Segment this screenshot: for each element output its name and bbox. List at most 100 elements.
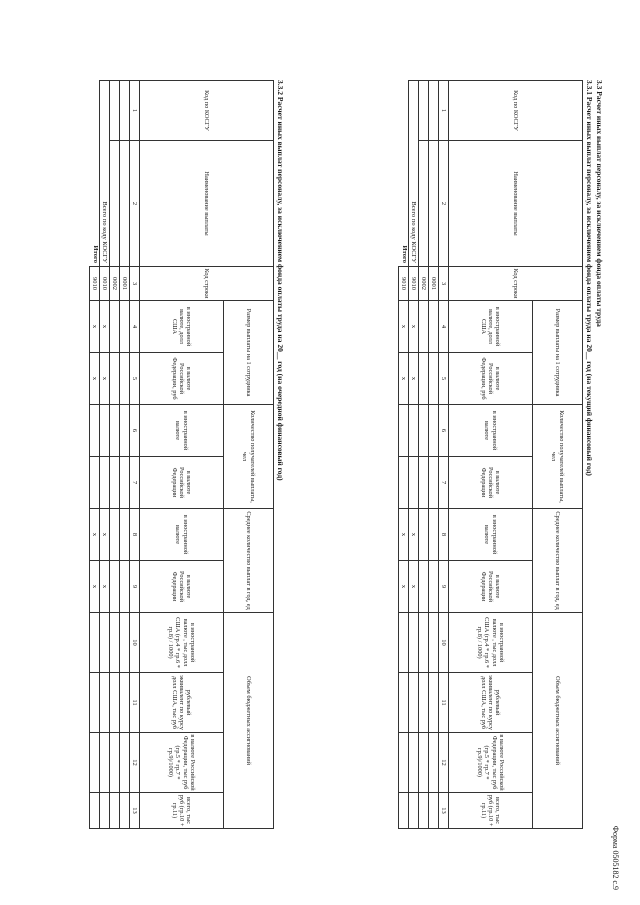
value-cell <box>428 612 439 673</box>
table-2-title: 3.3.2 Расчет иных выплат персоналу, за и… <box>276 80 285 481</box>
header-recipients-rub: в валюте Российской Федерации <box>448 456 533 509</box>
value-cell <box>428 404 439 457</box>
value-cell <box>119 560 130 613</box>
total-kosgu-code: 0010 <box>99 266 110 301</box>
column-number: 7 <box>129 456 140 509</box>
header-row-code: Код строки <box>448 266 583 301</box>
header-avg-count-rub: в валюте Российской Федерации <box>448 560 533 613</box>
header-volume-foreign: в иностранной валюте , тыс долл США (гр.… <box>448 612 533 673</box>
value-cell <box>398 612 409 673</box>
x-mark: x <box>398 352 409 405</box>
table-1-title: 3.3.1 Расчет иных выплат персоналу, за и… <box>585 80 594 476</box>
value-cell <box>119 352 130 405</box>
value-cell <box>89 732 100 793</box>
value-cell <box>418 560 429 613</box>
value-cell <box>119 792 130 829</box>
table-row: 0002 <box>109 80 120 829</box>
total-code: 9010 <box>398 266 409 301</box>
x-mark: x <box>99 508 110 561</box>
value-cell <box>109 352 120 405</box>
value-cell <box>109 456 120 509</box>
column-number: 11 <box>438 672 449 733</box>
value-cell <box>109 792 120 829</box>
value-cell <box>418 352 429 405</box>
column-number: 6 <box>129 404 140 457</box>
column-number: 3 <box>438 266 449 301</box>
kosgu-cell <box>119 80 130 141</box>
value-cell <box>398 732 409 793</box>
value-cell <box>109 612 120 673</box>
x-mark: x <box>99 560 110 613</box>
header-payment-size-foreign: в иностранной валюте, долл США <box>139 300 224 353</box>
header-recipients-rub: в валюте Российской Федерации <box>139 456 224 509</box>
value-cell <box>418 732 429 793</box>
value-cell <box>398 672 409 733</box>
value-cell <box>109 560 120 613</box>
name-cell <box>418 140 429 267</box>
header-volume-total: всего, тыс руб (гр.10 + гр.11) <box>139 792 224 829</box>
column-number: 4 <box>129 300 140 353</box>
header-payment-size: Размер выплаты на 1 сотрудника <box>532 300 583 405</box>
header-volume-rub-equiv: рублевый эквивалент по курсу долл США, т… <box>139 672 224 733</box>
name-cell <box>109 140 120 267</box>
x-mark: x <box>89 300 100 353</box>
header-recipients-foreign: в иностранной валюте <box>448 404 533 457</box>
total-spacer: Итого <box>90 81 100 267</box>
header-volume-rub-equiv: рублевый эквивалент по курсу долл США, т… <box>448 672 533 733</box>
kosgu-cell <box>428 80 439 141</box>
value-cell <box>428 732 439 793</box>
x-mark: x <box>99 352 110 405</box>
header-volume: Объем бюджетных ассигнований <box>532 612 583 829</box>
x-mark: x <box>408 560 419 613</box>
value-cell <box>109 404 120 457</box>
x-mark: x <box>398 300 409 353</box>
value-cell <box>408 732 419 793</box>
value-cell <box>428 560 439 613</box>
row-code-cell: 0001 <box>119 266 130 301</box>
value-cell <box>418 792 429 829</box>
header-avg-count: Среднее количество выплат в год, ед <box>532 508 583 613</box>
x-mark: x <box>99 300 110 353</box>
value-cell <box>89 672 100 733</box>
column-number: 1 <box>438 80 449 141</box>
column-number: 3 <box>129 266 140 301</box>
value-cell <box>109 300 120 353</box>
total-kosgu-label: Всего по коду КОСГУ <box>99 80 110 267</box>
value-cell <box>418 508 429 561</box>
row-code-cell: 0002 <box>109 266 120 301</box>
header-payment-size-rub: в валюте Российской Федерации, руб <box>139 352 224 405</box>
value-cell <box>398 456 409 509</box>
value-cell <box>428 792 439 829</box>
value-cell <box>99 612 110 673</box>
column-number: 9 <box>129 560 140 613</box>
total-label: Итого <box>91 245 99 263</box>
value-cell <box>99 672 110 733</box>
header-row-code: Код строки <box>139 266 274 301</box>
name-cell <box>119 140 130 267</box>
table-row: 0001 <box>428 80 439 829</box>
value-cell <box>109 732 120 793</box>
value-cell <box>428 456 439 509</box>
value-cell <box>418 612 429 673</box>
value-cell <box>418 300 429 353</box>
column-number: 8 <box>438 508 449 561</box>
kosgu-cell <box>109 80 120 141</box>
value-cell <box>428 352 439 405</box>
row-code-cell: 0001 <box>428 266 439 301</box>
value-cell <box>428 672 439 733</box>
column-number: 8 <box>129 508 140 561</box>
header-volume: Объем бюджетных ассигнований <box>223 612 274 829</box>
value-cell <box>99 456 110 509</box>
x-mark: x <box>89 508 100 561</box>
x-mark: x <box>408 300 419 353</box>
header-kosgu: Код по КОСГУ <box>448 80 583 141</box>
column-number: 10 <box>438 612 449 673</box>
value-cell <box>408 612 419 673</box>
value-cell <box>408 672 419 733</box>
column-number: 5 <box>438 352 449 405</box>
